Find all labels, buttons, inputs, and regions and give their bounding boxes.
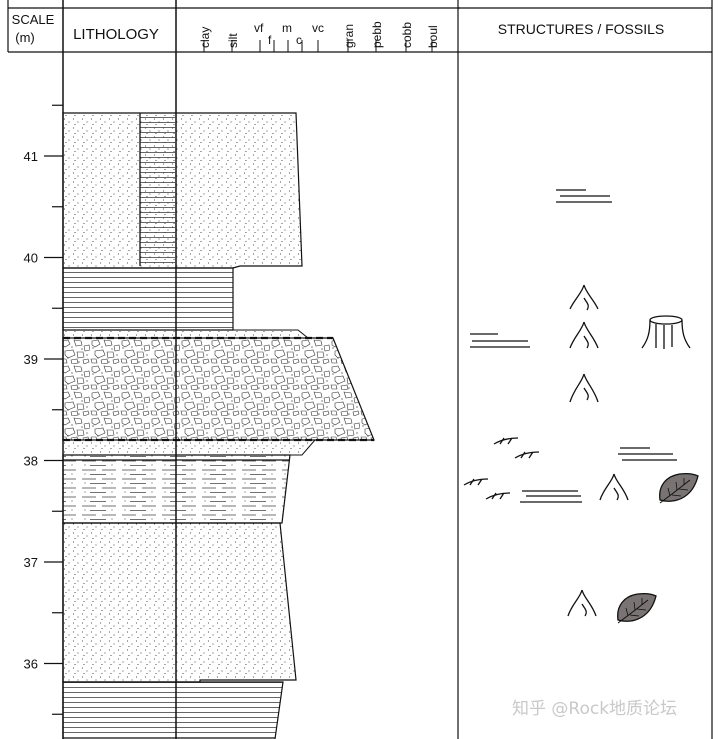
unit-sandstone-lower bbox=[62, 522, 297, 683]
unit-mudstone-base bbox=[62, 681, 284, 739]
tree-stump-icon bbox=[641, 315, 691, 349]
scale-label: 39 bbox=[24, 352, 38, 367]
grain-size-label: c bbox=[296, 33, 302, 47]
scale-unit: (m) bbox=[15, 30, 35, 45]
lamination-icon bbox=[520, 490, 582, 503]
root-trace-icon bbox=[569, 321, 599, 349]
lithology-column bbox=[62, 112, 375, 739]
root-trace-icon bbox=[599, 473, 629, 501]
grain-size-label: gran bbox=[342, 24, 356, 48]
scale-header: SCALE bbox=[12, 12, 55, 27]
grain-size-label: vc bbox=[312, 21, 324, 35]
lithology-header: LITHOLOGY bbox=[73, 26, 159, 43]
grain-size-label: clay bbox=[198, 27, 212, 48]
ripple-cross-lamination-icon bbox=[463, 437, 540, 500]
unit-conglomerate bbox=[62, 337, 375, 441]
lamination-icon bbox=[556, 189, 612, 203]
grain-size-label: pebb bbox=[370, 21, 384, 48]
lamination-icon bbox=[618, 447, 677, 461]
column-frame bbox=[7, 0, 713, 739]
unit-sandstone-upper bbox=[62, 112, 303, 269]
structures-panel bbox=[463, 189, 699, 624]
grain-size-label: boul bbox=[426, 25, 440, 48]
scale-label: 40 bbox=[24, 251, 38, 266]
lamination-icon bbox=[470, 333, 530, 348]
leaf-fossil-icon bbox=[659, 472, 699, 504]
scale-label: 41 bbox=[24, 149, 38, 164]
scale-label: 38 bbox=[24, 454, 38, 469]
scale-label: 37 bbox=[24, 555, 38, 570]
root-trace-icon bbox=[569, 284, 599, 311]
scale-axis: 41 40 39 38 37 36 bbox=[24, 104, 63, 715]
grain-size-label: m bbox=[282, 21, 292, 35]
structures-header: STRUCTURES / FOSSILS bbox=[498, 21, 664, 37]
grain-size-label: vf bbox=[254, 21, 264, 35]
scale-label: 36 bbox=[24, 657, 38, 672]
root-trace-icon bbox=[569, 373, 599, 403]
root-trace-icon bbox=[567, 589, 597, 617]
watermark: 知乎 @Rock地质论坛 bbox=[512, 699, 677, 719]
grain-size-label: silt bbox=[226, 33, 240, 48]
grain-size-label: cobb bbox=[400, 22, 414, 48]
grain-size-label: f bbox=[268, 33, 272, 47]
leaf-fossil-icon bbox=[617, 592, 657, 624]
unit-mudstone bbox=[62, 267, 234, 331]
